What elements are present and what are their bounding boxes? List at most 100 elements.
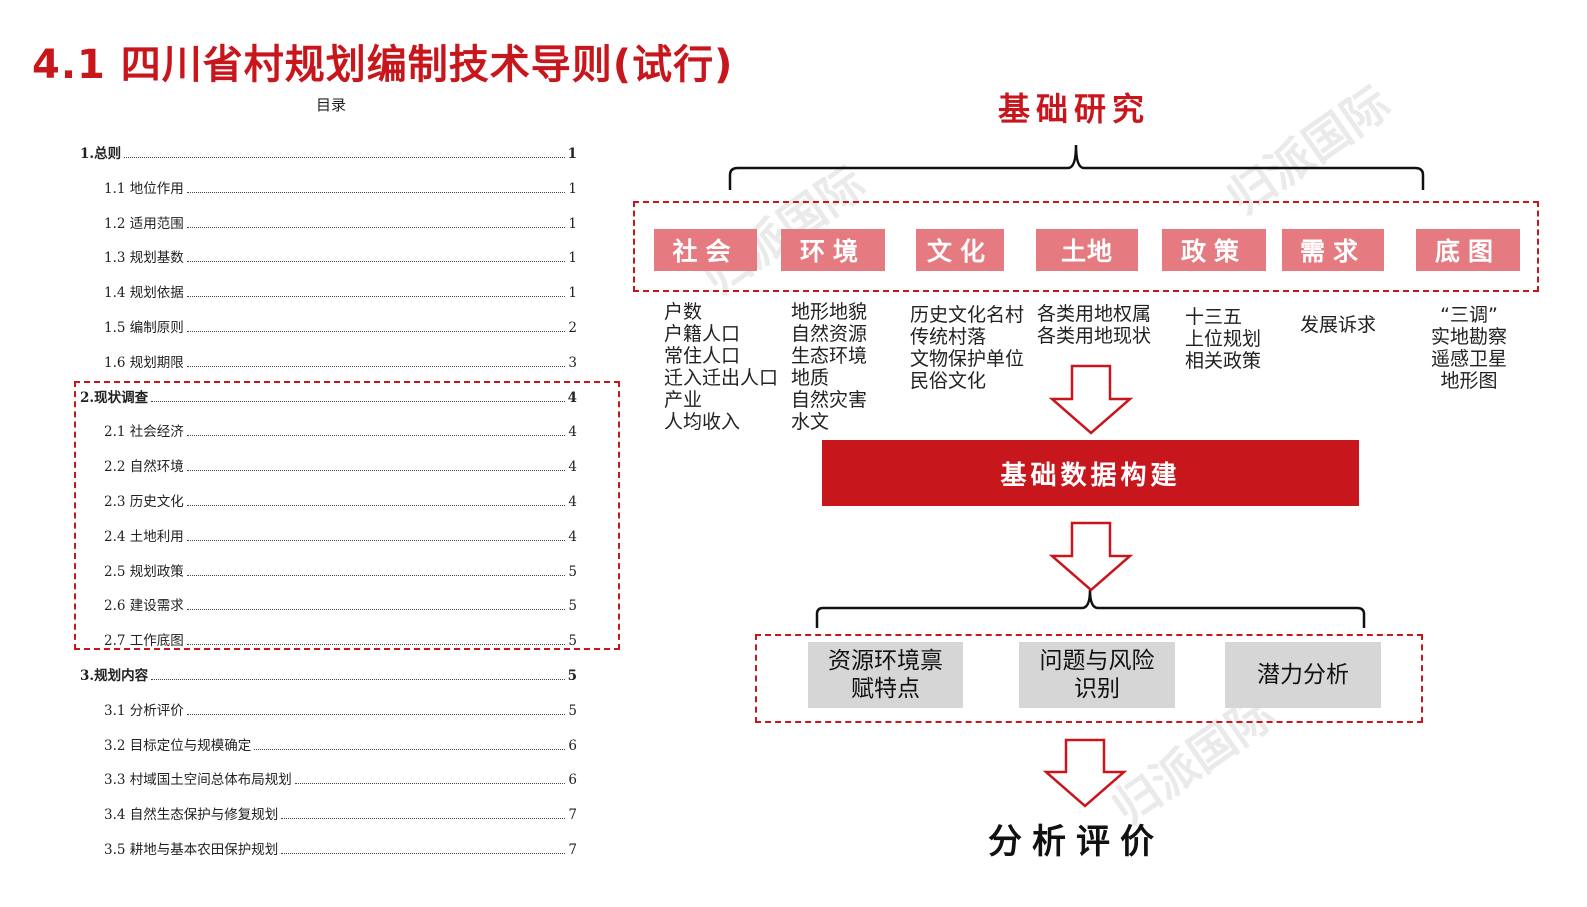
category-item: 民俗文化 [910, 370, 987, 392]
toc-entry-label: 2.3 历史文化 [104, 494, 184, 510]
category-item: 生态环境 [791, 345, 868, 367]
toc-leader-dots [186, 295, 566, 298]
toc-entry-label: 2.7 工作底图 [104, 633, 184, 650]
toc-entry-label: 1.总则 [80, 146, 122, 162]
category-item-list: 十三五上位规划相关政策 [1185, 306, 1261, 372]
category-item: 历史文化名村 [910, 304, 1025, 326]
category-box: 底图 [1416, 229, 1520, 271]
category-item: 地质 [791, 367, 830, 389]
toc-entry-label: 2.5 规划政策 [104, 563, 184, 580]
category-item-list: 各类用地权属各类用地现状 [1037, 303, 1151, 347]
category-item: “三调” [1440, 304, 1498, 326]
category-item-list: 历史文化名村传统村落文物保护单位民俗文化 [910, 304, 1024, 392]
category-item: 人均收入 [664, 411, 741, 433]
arrow-down-1 [1048, 364, 1134, 435]
category-item: 水文 [791, 411, 830, 433]
output-box-line: 识别 [1074, 676, 1120, 702]
toc-entry-label: 1.6 规划期限 [104, 354, 184, 371]
toc-entry-page: 7 [568, 842, 577, 858]
toc-leader-dots [294, 782, 566, 785]
toc-entry-page: 6 [568, 737, 577, 754]
toc-leader-dots [151, 678, 565, 680]
category-box: 环境 [781, 229, 885, 271]
final-label: 分析评价 [988, 822, 1164, 862]
arrow-down-3 [1042, 738, 1128, 808]
toc-entry-page: 5 [568, 598, 577, 615]
toc-leader-dots [186, 260, 566, 263]
category-item: 产业 [664, 389, 703, 411]
output-box-line: 赋特点 [851, 676, 920, 702]
output-box-line: 问题与风险 [1039, 648, 1155, 674]
toc-entry-label: 1.1 地位作用 [104, 180, 184, 197]
toc-entry: 1.总则 1 [80, 142, 577, 162]
category-box: 社会 [654, 229, 757, 271]
toc-leader-dots [151, 400, 565, 402]
toc-leader-dots [281, 852, 566, 854]
output-box: 资源环境禀赋特点 [808, 642, 963, 708]
category-item: 户籍人口 [664, 323, 741, 345]
toc-entry-page: 4 [568, 459, 577, 476]
output-box: 潜力分析 [1225, 642, 1381, 708]
toc-leader-dots [186, 643, 566, 646]
category-box: 土地 [1036, 229, 1138, 271]
toc-entry-label: 3.5 耕地与基本农田保护规划 [104, 842, 279, 858]
toc-entry-page: 5 [567, 668, 577, 684]
category-item: 地形地貌 [791, 301, 868, 323]
toc-entry-page: 3 [568, 354, 577, 371]
toc-entry: 3.5 耕地与基本农田保护规划 7 [104, 838, 577, 858]
toc-leader-dots [186, 226, 566, 228]
toc-entry-label: 3.2 目标定位与规模确定 [104, 737, 252, 754]
category-item: 发展诉求 [1300, 314, 1377, 336]
category-item: 十三五 [1185, 306, 1243, 328]
toc-entry-label: 2.现状调查 [80, 389, 149, 406]
toc-entry-page: 1 [568, 215, 577, 232]
category-item-list: 户数户籍人口常住人口迁入迁出人口产业人均收入 [664, 301, 778, 433]
toc-entry: 2.6 建设需求 5 [104, 594, 577, 614]
categories-box [633, 201, 1539, 292]
toc-entry-label: 2.4 土地利用 [104, 528, 184, 545]
foundation-data-band: 基础数据构建 [822, 440, 1359, 506]
toc-entry-page: 2 [568, 320, 577, 336]
toc-entry-page: 6 [568, 772, 577, 789]
category-item: 迁入迁出人口 [664, 367, 779, 389]
toc-entry: 1.1 地位作用 1 [104, 177, 577, 197]
toc-entry-label: 2.2 自然环境 [104, 459, 184, 476]
bottom-brace [815, 589, 1366, 628]
toc-entry-page: 1 [568, 250, 577, 267]
toc-entry-label: 3.1 分析评价 [104, 702, 184, 719]
slide-title: 4.1 四川省村规划编制技术导则(试行) [32, 42, 734, 88]
output-box-line: 潜力分析 [1257, 662, 1349, 688]
toc-entry-label: 2.6 建设需求 [104, 598, 184, 615]
toc-leader-dots [186, 330, 566, 332]
category-item: 遥感卫星 [1431, 348, 1508, 370]
category-item: 上位规划 [1185, 328, 1262, 350]
toc-entry-page: 1 [568, 180, 577, 197]
category-item: 自然资源 [791, 323, 868, 345]
category-item: 各类用地现状 [1037, 325, 1152, 347]
toc-entry-page: 1 [567, 146, 577, 162]
outputs-box [755, 634, 1423, 723]
toc-entry: 3.2 目标定位与规模确定 6 [104, 734, 577, 754]
toc-entry-label: 3.4 自然生态保护与修复规划 [104, 807, 279, 824]
category-item: 自然灾害 [791, 389, 868, 411]
toc-leader-dots [186, 608, 566, 611]
toc-leader-dots [186, 574, 566, 576]
diagram-top-title: 基础研究 [998, 90, 1151, 128]
toc-leader-dots [186, 434, 566, 437]
category-item-list: “三调”实地勘察遥感卫星地形图 [1431, 304, 1507, 392]
toc-entry-label: 1.4 规划依据 [104, 285, 184, 302]
category-box: 文化 [916, 229, 1004, 271]
category-item: 地形图 [1440, 370, 1498, 392]
toc-leader-dots [124, 156, 565, 158]
category-item-list: 地形地貌自然资源生态环境地质自然灾害水文 [791, 301, 867, 433]
toc-leader-dots [186, 365, 566, 367]
toc-entry-label: 1.5 编制原则 [104, 320, 184, 336]
